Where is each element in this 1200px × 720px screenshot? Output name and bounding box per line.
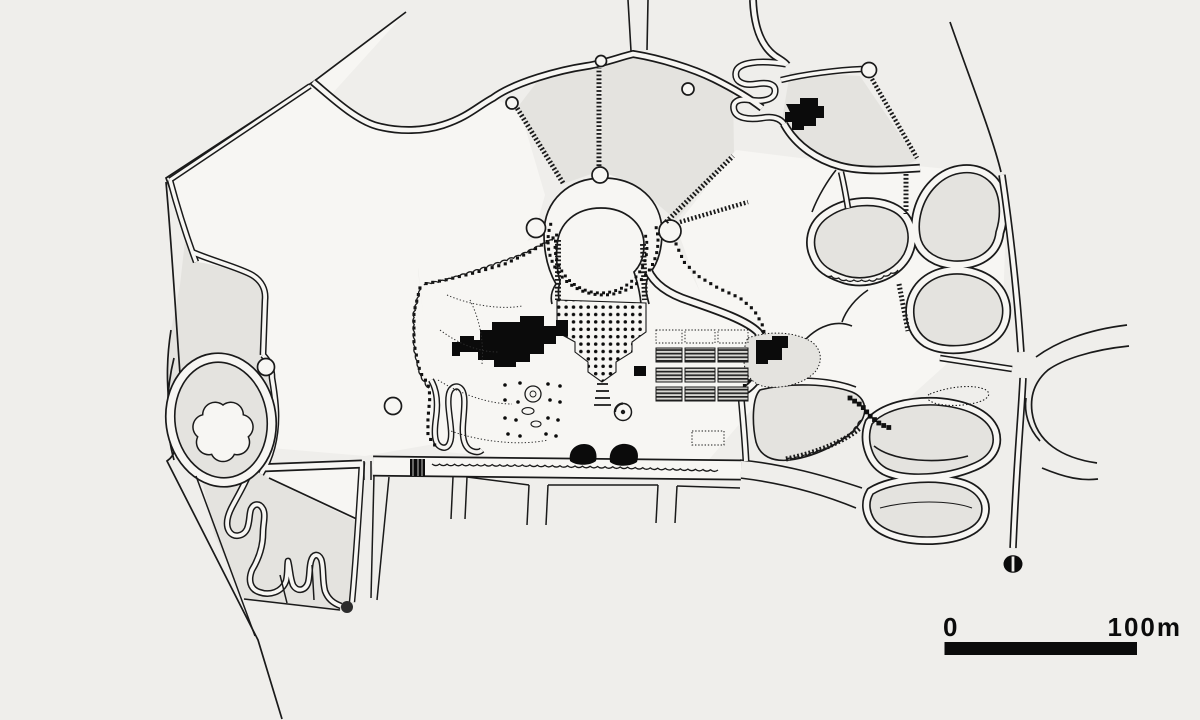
svg-text:100m: 100m xyxy=(1108,612,1183,642)
svg-text:0: 0 xyxy=(943,612,957,642)
